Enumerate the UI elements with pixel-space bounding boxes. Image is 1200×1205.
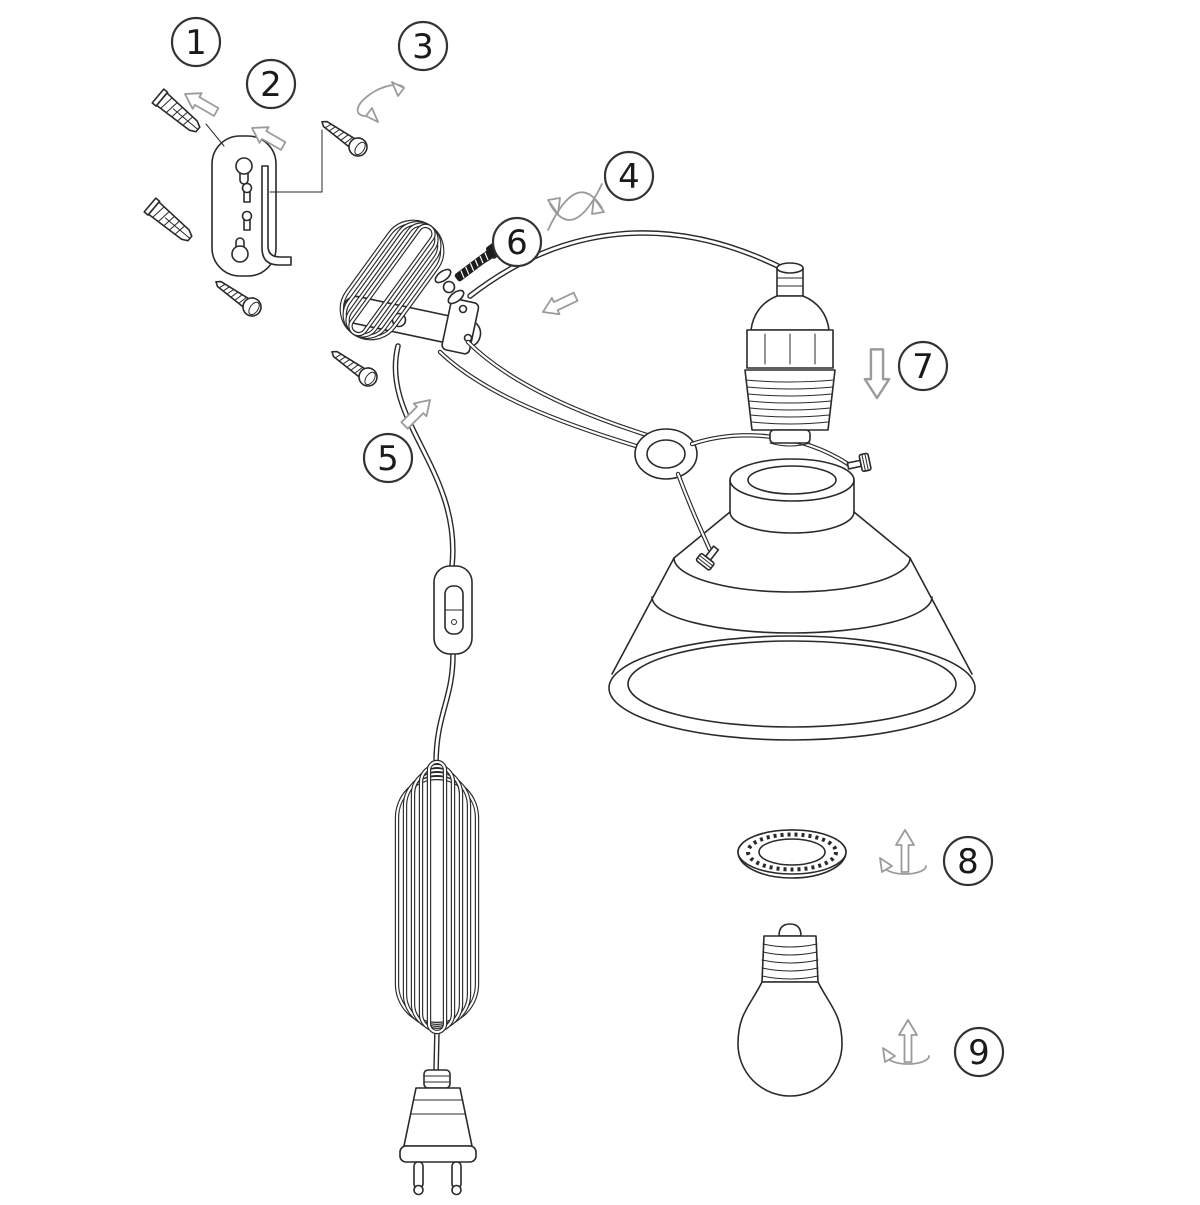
step-badge-4: 4: [603, 150, 655, 202]
step-badge-1: 1: [170, 16, 222, 68]
insert-arrow: [538, 287, 581, 322]
step-number: 6: [506, 223, 528, 263]
step-number: 7: [912, 347, 934, 387]
thumb-screw: [845, 452, 873, 476]
socket-cord: [467, 230, 789, 299]
bulb-glass: [737, 981, 843, 1097]
step-number: 2: [260, 65, 282, 105]
rotate-arrow: [882, 1019, 930, 1065]
step-badge-9: 9: [953, 1026, 1005, 1078]
shade-ring: [737, 829, 847, 879]
plug-pin: [413, 1161, 424, 1189]
step-number: 3: [412, 27, 434, 67]
plug-pin: [451, 1161, 462, 1189]
step-number: 8: [957, 842, 979, 882]
bulb-tip: [778, 923, 802, 937]
rotate-arrow: [547, 183, 605, 231]
mounting-screw: [315, 113, 372, 161]
rotate-arrow: [356, 81, 405, 123]
lamp-shade: [608, 458, 976, 741]
step-badge-6: 6: [491, 216, 543, 268]
cord-bundle: [339, 219, 445, 341]
hinge-pin: [241, 182, 253, 203]
step-badge-7: 7: [897, 340, 949, 392]
step-number: 9: [968, 1033, 990, 1073]
swing-arm: [437, 339, 873, 572]
socket-cap: [750, 295, 830, 331]
bulb-base: [761, 935, 819, 983]
down-arrow: [863, 348, 891, 400]
socket-thread: [744, 369, 836, 431]
power-plug: [399, 1069, 477, 1196]
mounting-screw: [325, 343, 382, 391]
step-badge-8: 8: [942, 835, 994, 887]
mounting-plate: [205, 123, 323, 277]
lamp-socket: [744, 262, 836, 447]
wall-anchor: [143, 197, 197, 247]
shade-rim: [608, 635, 976, 741]
mounting-screw: [209, 273, 266, 321]
leader-line: [475, 253, 500, 269]
hinge-pin: [241, 210, 253, 231]
step-badge-3: 3: [397, 20, 449, 72]
light-bulb: [737, 923, 843, 1097]
rotate-arrow: [879, 829, 927, 875]
step-badge-5: 5: [362, 432, 414, 484]
plate-hook: [261, 165, 292, 266]
step-number: 1: [185, 23, 207, 63]
leader-line: [205, 123, 225, 147]
inline-switch: [433, 565, 473, 655]
step-badge-2: 2: [245, 58, 297, 110]
cord-coil: [394, 759, 480, 1035]
cord-clamp: [441, 298, 480, 355]
step-number: 5: [377, 439, 399, 479]
power-cord: [392, 343, 456, 1075]
wing-nut: [434, 268, 465, 305]
leader-line: [269, 129, 323, 193]
step-number: 4: [618, 157, 640, 197]
